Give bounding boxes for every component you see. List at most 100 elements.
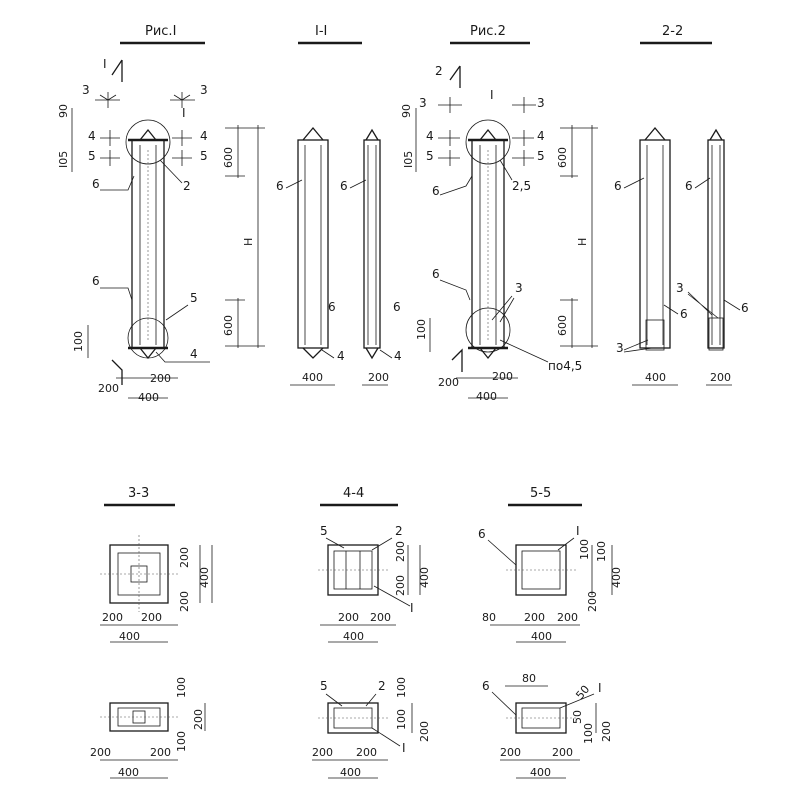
sec44-top-b3: 400 [343, 630, 364, 643]
sec22-leader-3b [687, 291, 719, 319]
fig2-callout-6-top: 6 [432, 184, 440, 198]
fig1-dim-105: I05 [57, 151, 70, 168]
sec44-bot-d2: 100 [395, 709, 408, 730]
sec22-callout-6a: 6 [614, 179, 622, 193]
sec22-dim-200: 200 [710, 371, 731, 384]
sec33-bot-d2: 100 [175, 731, 188, 752]
sec22-narrow-anchors [709, 128, 723, 141]
sec11-dim-400: 400 [302, 371, 323, 384]
sec55-top-d2: 100 [595, 541, 608, 562]
figure-2: 2 I 3 3 4 4 5 5 6 2,5 6 3 по4,5 90 I05 1… [400, 64, 582, 403]
dim-600-top: 600 [222, 147, 235, 168]
sec44-top-c2: 2 [395, 524, 403, 538]
column-height-dims: 600 H 600 [222, 125, 265, 348]
sec55-top-d4: 400 [610, 567, 623, 588]
sec44-bot-d3: 200 [418, 721, 431, 742]
sec11-wide-anchors [302, 126, 324, 359]
sec22-narrow-base-detail [708, 317, 724, 351]
sec11-leader-4b [379, 349, 393, 359]
title-section-3-3: 3-3 [128, 486, 149, 501]
sec33-bot-b3: 400 [118, 766, 139, 779]
fig1-detail-left-4 [100, 130, 120, 146]
fig2-callout-4-left: 4 [426, 129, 434, 143]
sec55-bot-d1: 50 [573, 683, 592, 702]
sec33-bot-d3: 200 [192, 709, 205, 730]
sec44-bot-d1: 100 [395, 677, 408, 698]
fig1-leader-6-bottom [100, 287, 133, 301]
sec11-leader-6b [349, 179, 367, 189]
fig2-dim-400: 400 [476, 390, 497, 403]
sec11-narrow-anchors [365, 128, 379, 360]
sec11-dim-200: 200 [368, 371, 389, 384]
section-5-5: 6 I 100 100 200 400 80 200 200 400 6 80 … [478, 524, 623, 779]
sec22-narrow-outline [707, 139, 725, 349]
fig1-detail-left-5 [100, 150, 120, 166]
fig2-callout-po4-5: по4,5 [548, 359, 582, 373]
sec33-top-d3: 400 [198, 567, 211, 588]
fig2-dim-105: I05 [402, 151, 415, 168]
sec55-bot-c3: I [598, 681, 602, 695]
sec11-leader-6a [285, 179, 303, 189]
fig1-dim-400: 400 [138, 391, 159, 404]
sec55-bot-d3: 100 [582, 723, 595, 744]
sec33-bot-b1: 200 [90, 746, 111, 759]
sec22-callout-6b: 6 [685, 179, 693, 193]
sec11-narrow-outline [363, 139, 381, 349]
sec22-callout-3b: 3 [676, 281, 684, 295]
fig2-callout-6-bottom: 6 [432, 267, 440, 281]
sec22-leader-6c [663, 304, 679, 315]
sec11-callout-6d: 6 [393, 300, 401, 314]
sec11-leader-4a [321, 349, 335, 359]
sec11-callout-6a: 6 [276, 179, 284, 193]
sec33-bot-core [132, 710, 146, 724]
sec44-top-leader-c3 [373, 585, 411, 607]
fig1-view-marker-arrow [111, 59, 123, 82]
fig2-view-marker-arrow [449, 65, 461, 88]
sec33-top-d2: 200 [178, 591, 191, 612]
sec55-bot-c1: 6 [482, 679, 490, 693]
sec22-wide-outline [639, 139, 671, 349]
sec44-top-c1: 5 [320, 524, 328, 538]
sec44-bot-b3: 400 [340, 766, 361, 779]
fig1-detail-right-5 [172, 150, 192, 166]
sec44-top-d2: 200 [394, 575, 407, 596]
sec44-bot-leader-c3 [371, 727, 401, 747]
sec33-top-core [130, 565, 148, 583]
sec33-top-b2: 200 [141, 611, 162, 624]
sec33-bot-b2: 200 [150, 746, 171, 759]
fig1-leader-5-bottom [165, 304, 189, 321]
fig1-callout-3-right: 3 [200, 83, 208, 97]
fig2-detail-left-5 [438, 150, 460, 166]
fig2-detail-right-4 [512, 130, 534, 146]
section-4-4: 5 2 I 200 200 400 200 200 400 5 2 I 100 … [312, 524, 431, 779]
fig1-callout-5-bottom: 5 [190, 291, 198, 305]
fig2-dim-100: 100 [415, 319, 428, 340]
sec55-top-c1: 6 [478, 527, 486, 541]
fig2-dim-600-top: 600 [556, 147, 569, 168]
sec33-bot-d1: 100 [175, 677, 188, 698]
fig2-callout-5-left: 5 [426, 149, 434, 163]
fig2-circle-label: I [490, 88, 494, 102]
fig2-callout-4-right: 4 [537, 129, 545, 143]
fig1-dim-200-left: 200 [98, 382, 119, 395]
title-fig1: Рис.I [145, 24, 176, 39]
sec22-leader-6b [694, 177, 711, 189]
fig2-callout-3-left: 3 [419, 96, 427, 110]
sec33-top-b3: 400 [119, 630, 140, 643]
sec22-callout-3a: 3 [616, 341, 624, 355]
sec55-top-b3: 400 [531, 630, 552, 643]
sec22-wide-base-detail [645, 319, 665, 351]
sec55-bot-leader-c1 [491, 691, 517, 716]
sec44-bot-leader-c2 [365, 693, 377, 707]
sec44-top-c3: I [410, 601, 414, 615]
fig2-leader-2-5 [499, 159, 513, 181]
sec44-top-leader-c2 [371, 537, 393, 551]
fig2-dim-h: H [576, 238, 589, 246]
fig1-view-marker-label: I [103, 57, 107, 71]
fig2-callout-5-right: 5 [537, 149, 545, 163]
figure-titles: Рис.I I-I Рис.2 2-2 3-3 4-4 5-5 [104, 24, 712, 507]
fig2-callout-2-5: 2,5 [512, 179, 531, 193]
fig1-dim-100: 100 [72, 331, 85, 352]
sec44-top-d3: 400 [418, 567, 431, 588]
sec55-bot-c2: 80 [522, 672, 536, 685]
